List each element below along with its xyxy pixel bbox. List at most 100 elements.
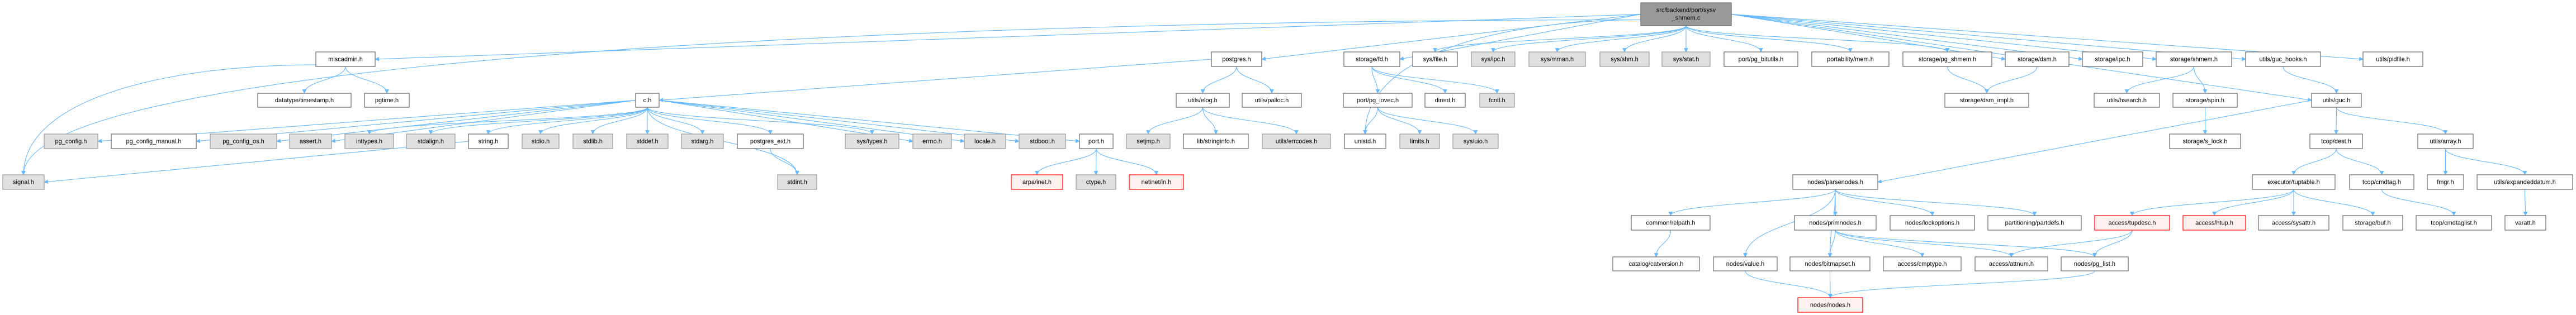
header-node-stdalign[interactable]: stdalign.h xyxy=(406,133,456,149)
header-node-stdint[interactable]: stdint.h xyxy=(777,174,817,190)
header-node-bitutils[interactable]: port/pg_bitutils.h xyxy=(1723,51,1798,67)
header-node-parsenodes[interactable]: nodes/parsenodes.h xyxy=(1792,174,1878,190)
header-node-stdlib[interactable]: stdlib.h xyxy=(572,133,613,149)
header-node-guchooks[interactable]: utils/guc_hooks.h xyxy=(2245,51,2321,67)
header-node-inttypes[interactable]: inttypes.h xyxy=(344,133,394,149)
header-node-spin[interactable]: storage/spin.h xyxy=(2172,93,2238,108)
header-node-attnum[interactable]: access/attnum.h xyxy=(1974,256,2048,271)
header-node-array[interactable]: utils/array.h xyxy=(2417,133,2474,149)
node-label: pg_config_manual.h xyxy=(126,138,181,145)
header-node-partdefs[interactable]: partitioning/partdefs.h xyxy=(1987,215,2082,231)
header-node-sysmman[interactable]: sys/mman.h xyxy=(1528,51,1586,67)
header-node-unistd[interactable]: unistd.h xyxy=(1344,133,1386,149)
header-node-pgconfigos[interactable]: pg_config_os.h xyxy=(210,133,277,149)
header-node-buf[interactable]: storage/buf.h xyxy=(2342,215,2403,231)
header-node-stdbool[interactable]: stdbool.h xyxy=(1019,133,1066,149)
header-node-netinet[interactable]: netinet/in.h xyxy=(1129,174,1184,190)
header-node-dest[interactable]: tcop/dest.h xyxy=(2309,133,2363,149)
header-node-fmgr[interactable]: fmgr.h xyxy=(2427,174,2464,190)
header-node-port[interactable]: port.h xyxy=(1079,133,1114,149)
node-label: catalog/catversion.h xyxy=(1629,261,1684,268)
node-label: stdalign.h xyxy=(418,138,444,145)
header-node-tupdesc[interactable]: access/tupdesc.h xyxy=(2094,215,2170,231)
header-node-pglist[interactable]: nodes/pg_list.h xyxy=(2061,256,2129,271)
header-node-pgshmem[interactable]: storage/pg_shmem.h xyxy=(1902,51,1992,67)
header-node-string[interactable]: string.h xyxy=(468,133,509,149)
header-node-htup[interactable]: access/htup.h xyxy=(2182,215,2246,231)
header-node-systypes[interactable]: sys/types.h xyxy=(845,133,899,149)
node-box xyxy=(1399,133,1440,149)
header-node-cmptype[interactable]: access/cmptype.h xyxy=(1883,256,1962,271)
header-node-catversion[interactable]: catalog/catversion.h xyxy=(1612,256,1700,271)
edge-root-to-signal xyxy=(21,19,1641,175)
header-node-varatt[interactable]: varatt.h xyxy=(2504,215,2546,231)
header-node-value[interactable]: nodes/value.h xyxy=(1713,256,1778,271)
header-node-guc[interactable]: utils/guc.h xyxy=(2311,93,2362,108)
header-node-ctype[interactable]: ctype.h xyxy=(1076,174,1116,190)
header-node-c[interactable]: c.h xyxy=(635,93,660,108)
header-node-timestamp[interactable]: datatype/timestamp.h xyxy=(257,93,352,108)
header-node-lockoptions[interactable]: nodes/lockoptions.h xyxy=(1890,215,1975,231)
header-node-stdarg[interactable]: stdarg.h xyxy=(681,133,724,149)
header-node-fcntl[interactable]: fcntl.h xyxy=(1479,93,1515,108)
header-node-locale[interactable]: locale.h xyxy=(964,133,1006,149)
node-label: port.h xyxy=(1088,138,1104,145)
header-node-stdio[interactable]: stdio.h xyxy=(522,133,560,149)
header-node-primnodes[interactable]: nodes/primnodes.h xyxy=(1794,215,1877,231)
node-label: nodes/value.h xyxy=(1726,261,1765,268)
header-node-tuptable[interactable]: executor/tuptable.h xyxy=(2252,174,2336,190)
header-node-pgconfig[interactable]: pg_config.h xyxy=(44,133,98,149)
header-node-pgtime[interactable]: pgtime.h xyxy=(364,93,410,108)
header-node-errcodes[interactable]: utils/errcodes.h xyxy=(1262,133,1331,149)
node-label: storage/ipc.h xyxy=(2095,56,2130,63)
header-node-sysipc[interactable]: sys/ipc.h xyxy=(1471,51,1516,67)
header-node-cmdtag[interactable]: tcop/cmdtag.h xyxy=(2349,174,2414,190)
node-label: access/sysattr.h xyxy=(2272,219,2315,226)
edge-root-to-sysmman xyxy=(1555,25,1687,52)
header-node-iovec[interactable]: port/pg_iovec.h xyxy=(1343,93,1413,108)
header-node-fd[interactable]: storage/fd.h xyxy=(1343,51,1400,67)
header-node-stddef[interactable]: stddef.h xyxy=(626,133,669,149)
header-node-shmem[interactable]: storage/shmem.h xyxy=(2156,51,2232,67)
header-node-sysattr[interactable]: access/sysattr.h xyxy=(2258,215,2329,231)
node-label: storage/spin.h xyxy=(2186,97,2224,104)
header-node-assert[interactable]: assert.h xyxy=(289,133,332,149)
edge-primnodes-to-attnum xyxy=(1835,230,2014,257)
header-node-postgresext[interactable]: postgres_ext.h xyxy=(737,133,804,149)
header-node-errno[interactable]: errno.h xyxy=(912,133,952,149)
edge-miscadmin-to-pgtime xyxy=(345,66,389,94)
header-node-pidfile[interactable]: utils/pidfile.h xyxy=(2362,51,2423,67)
header-node-sysfile[interactable]: sys/file.h xyxy=(1412,51,1458,67)
header-node-miscadmin[interactable]: miscadmin.h xyxy=(315,51,376,67)
edge-iovec-to-sysuio xyxy=(1377,107,1478,135)
header-node-signal[interactable]: signal.h xyxy=(2,174,45,190)
header-node-dirent[interactable]: dirent.h xyxy=(1424,93,1466,108)
header-node-stringinfo[interactable]: lib/stringinfo.h xyxy=(1183,133,1249,149)
header-node-sysuio[interactable]: sys/uio.h xyxy=(1452,133,1499,149)
node-box xyxy=(1794,215,1877,231)
header-node-pmem[interactable]: portability/mem.h xyxy=(1811,51,1890,67)
header-node-hsearch[interactable]: utils/hsearch.h xyxy=(2094,93,2160,108)
header-node-dsmimpl[interactable]: storage/dsm_impl.h xyxy=(1944,93,2029,108)
header-node-ipc[interactable]: storage/ipc.h xyxy=(2082,51,2143,67)
node-box xyxy=(1412,51,1458,67)
header-node-expanded[interactable]: utils/expandeddatum.h xyxy=(2476,174,2573,190)
node-label: nodes/lockoptions.h xyxy=(1905,219,1959,226)
header-node-inet[interactable]: arpa/inet.h xyxy=(1011,174,1063,190)
header-node-limits[interactable]: limits.h xyxy=(1399,133,1440,149)
header-node-pgconfigmanual[interactable]: pg_config_manual.h xyxy=(111,133,197,149)
node-box xyxy=(635,93,660,108)
header-node-bitmapset[interactable]: nodes/bitmapset.h xyxy=(1789,256,1871,271)
node-box xyxy=(1792,174,1878,190)
header-node-dsm[interactable]: storage/dsm.h xyxy=(2005,51,2070,67)
header-node-sysshm[interactable]: sys/shm.h xyxy=(1599,51,1650,67)
header-node-elog[interactable]: utils/elog.h xyxy=(1176,93,1230,108)
header-node-nodes[interactable]: nodes/nodes.h xyxy=(1797,297,1863,313)
header-node-postgres[interactable]: postgres.h xyxy=(1211,51,1262,67)
header-node-sysstat[interactable]: sys/stat.h xyxy=(1661,51,1711,67)
header-node-slock[interactable]: storage/s_lock.h xyxy=(2169,133,2241,149)
header-node-cmdtaglist[interactable]: tcop/cmdtaglist.h xyxy=(2416,215,2492,231)
header-node-setjmp[interactable]: setjmp.h xyxy=(1126,133,1171,149)
header-node-palloc[interactable]: utils/palloc.h xyxy=(1242,93,1302,108)
header-node-relpath[interactable]: common/relpath.h xyxy=(1631,215,1711,231)
